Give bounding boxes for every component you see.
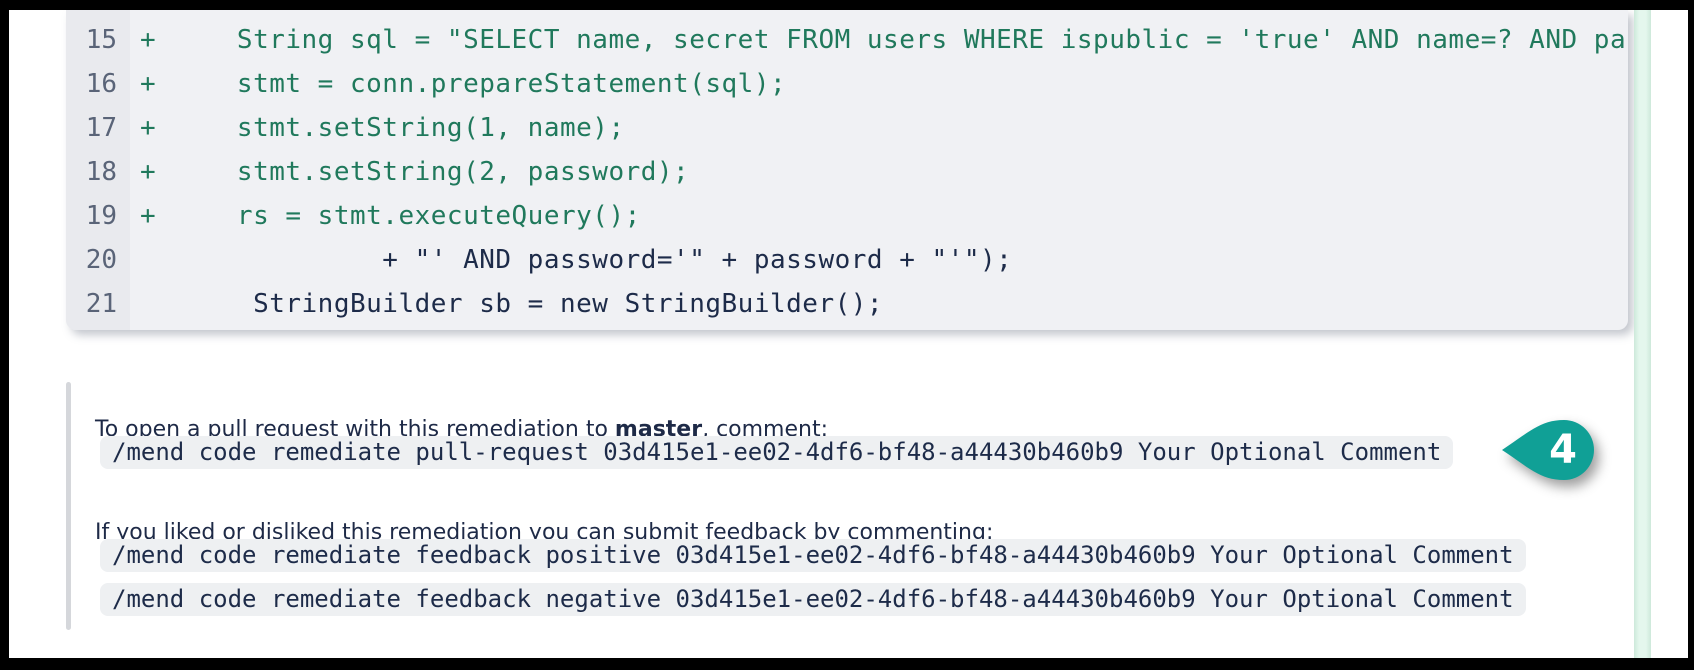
diff-row: 21 StringBuilder sb = new StringBuilder(…	[66, 282, 1628, 326]
line-number: 21	[85, 289, 117, 319]
code-line: + stmt = conn.prepareStatement(sql);	[140, 69, 787, 99]
code-line: StringBuilder sb = new StringBuilder();	[140, 289, 884, 319]
code-line: + String sql = "SELECT name, secret FROM…	[140, 25, 1628, 55]
frame-border-bottom	[0, 658, 1694, 670]
line-number: 17	[85, 113, 117, 143]
blockquote-border	[66, 382, 71, 630]
diff-row: 16 + stmt = conn.prepareStatement(sql);	[66, 62, 1628, 106]
teardrop-pointer-icon	[1502, 420, 1594, 480]
scrollbar-strip	[1634, 10, 1651, 658]
code-line: + stmt.setString(2, password);	[140, 157, 690, 187]
diff-row: 15 + String sql = "SELECT name, secret F…	[66, 18, 1628, 62]
line-number: 18	[85, 157, 117, 187]
line-number: 20	[85, 245, 117, 275]
annotation-badge-4: 4	[1500, 412, 1600, 490]
code-line: + rs = stmt.executeQuery();	[140, 201, 641, 231]
line-number: 16	[85, 69, 117, 99]
diff-code-block: 15 + String sql = "SELECT name, secret F…	[66, 10, 1628, 330]
frame-border-left	[0, 0, 9, 670]
annotation-badge-number: 4	[1549, 427, 1577, 473]
feedback-positive-command-code: /mend code remediate feedback positive 0…	[100, 539, 1526, 572]
feedback-negative-command-code: /mend code remediate feedback negative 0…	[100, 583, 1526, 616]
frame-border-right	[1688, 0, 1694, 670]
line-number: 15	[85, 25, 117, 55]
code-line: + stmt.setString(1, name);	[140, 113, 625, 143]
diff-row: 17 + stmt.setString(1, name);	[66, 106, 1628, 150]
line-number-gutter	[66, 10, 130, 330]
line-number: 19	[85, 201, 117, 231]
frame-border-top	[0, 0, 1694, 10]
diff-row: 19 + rs = stmt.executeQuery();	[66, 194, 1628, 238]
code-line: + "' AND password='" + password + "'");	[140, 245, 1013, 275]
diff-row: 18 + stmt.setString(2, password);	[66, 150, 1628, 194]
pr-command-code: /mend code remediate pull-request 03d415…	[100, 436, 1454, 469]
diff-row: 20 + "' AND password='" + password + "'"…	[66, 238, 1628, 282]
